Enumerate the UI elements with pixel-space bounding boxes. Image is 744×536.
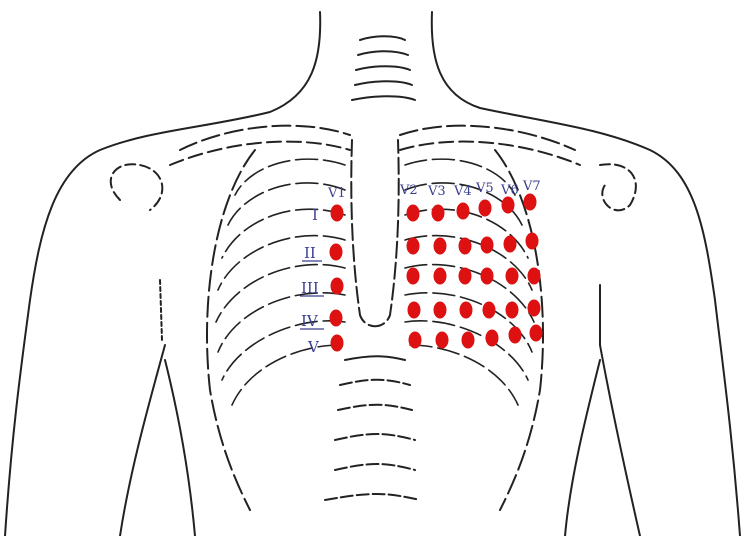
electrode-v3-row-1	[432, 205, 445, 222]
electrode-v3-row-4	[434, 302, 447, 319]
row-label-3: III	[301, 279, 319, 297]
electrode-v4-row-1	[457, 203, 470, 220]
lead-label-v1: V1	[327, 186, 346, 201]
rib-line	[405, 321, 528, 380]
electrode-v5-row-2	[481, 237, 494, 254]
electrode-v1-row-1	[331, 205, 344, 222]
row-label-1: I	[312, 206, 318, 224]
row-label-5: V	[307, 338, 320, 356]
electrode-v4-row-3	[459, 268, 472, 285]
electrode-v1-row-3	[331, 278, 344, 295]
lead-label-v2: V2	[399, 183, 418, 198]
lead-label-v6: V6	[500, 183, 519, 198]
electrode-v4-row-5	[462, 332, 475, 349]
electrode-v7-row-4	[528, 300, 541, 317]
electrode-v2-row-2	[407, 238, 420, 255]
electrode-v6-row-2	[504, 236, 517, 253]
electrode-v1-row-2	[330, 244, 343, 261]
lead-label-v5: V5	[475, 181, 494, 196]
lead-label-v7: V7	[522, 179, 541, 194]
electrode-v7-row-1	[524, 194, 537, 211]
electrode-v6-row-5	[509, 327, 522, 344]
rib-line	[218, 236, 345, 290]
lead-label-v3: V3	[427, 184, 446, 199]
electrode-v6-row-1	[502, 197, 515, 214]
electrode-v4-row-4	[460, 302, 473, 319]
rib-line	[222, 209, 345, 258]
electrode-v3-row-5	[436, 332, 449, 349]
electrode-v2-row-3	[407, 268, 420, 285]
electrode-v5-row-1	[479, 200, 492, 217]
electrode-v2-row-1	[407, 205, 420, 222]
electrode-v5-row-5	[486, 330, 499, 347]
row-label-4: IV	[301, 312, 319, 330]
rib-line	[232, 345, 340, 405]
electrode-v7-row-3	[528, 268, 541, 285]
electrode-v7-row-5	[530, 325, 543, 342]
electrode-dots	[330, 194, 543, 352]
electrode-v2-row-5	[409, 332, 422, 349]
electrode-v2-row-4	[408, 302, 421, 319]
electrode-v3-row-2	[434, 238, 447, 255]
electrode-v6-row-3	[506, 268, 519, 285]
rib-line	[410, 345, 518, 405]
electrode-v5-row-4	[483, 302, 496, 319]
row-label-2: II	[304, 244, 316, 262]
electrode-v6-row-4	[506, 302, 519, 319]
electrode-v4-row-2	[459, 238, 472, 255]
electrode-v3-row-3	[434, 268, 447, 285]
rib-line	[222, 321, 345, 380]
rib-line	[218, 293, 345, 352]
electrode-v7-row-2	[526, 233, 539, 250]
electrode-v1-row-4	[330, 310, 343, 327]
electrode-v5-row-3	[481, 268, 494, 285]
lead-label-v4: V4	[453, 184, 472, 199]
electrode-v1-row-5	[331, 335, 344, 352]
body-outline	[5, 12, 740, 536]
